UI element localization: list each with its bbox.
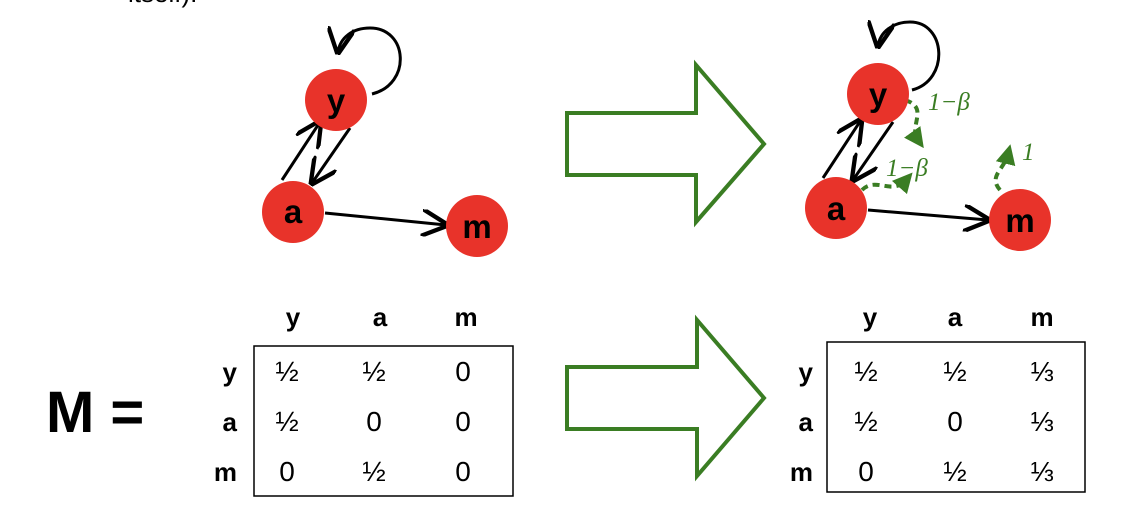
col-header-m-right: m <box>1030 302 1053 332</box>
left-graph: y a m <box>262 28 508 257</box>
matrix-cell: ½ <box>362 356 385 387</box>
col-header-a-right: a <box>948 302 963 332</box>
node-m-label: m <box>462 208 491 245</box>
node-a-label: a <box>284 193 303 230</box>
node-y: y <box>305 69 367 131</box>
matrix-cell: ½ <box>275 356 298 387</box>
node-a: a <box>262 181 324 243</box>
matrix-cell: 0 <box>455 356 471 387</box>
edge-y-to-a <box>312 127 352 183</box>
node-a-right-label: a <box>827 190 846 227</box>
matrix-cell: 0 <box>947 406 963 437</box>
node-y-label: y <box>327 82 346 119</box>
col-header-a: a <box>373 302 388 332</box>
node-m: m <box>446 195 508 257</box>
edge-y-self-loop <box>338 28 402 96</box>
top-text-fragment: itself). <box>128 0 197 9</box>
teleport-label-y: 1−β <box>928 89 970 116</box>
node-a-right: a <box>805 177 867 239</box>
matrix-cell: ½ <box>943 356 966 387</box>
matrix-cell: ½ <box>943 456 966 487</box>
node-m-right: m <box>989 189 1051 251</box>
matrix-cell: ⅓ <box>1030 406 1053 437</box>
row-header-y-right: y <box>799 357 814 387</box>
teleport-label-a: 1−β <box>886 155 928 182</box>
row-header-a-right: a <box>799 407 814 437</box>
edge-a-to-m <box>324 213 446 225</box>
teleport-arrow-y <box>904 98 924 149</box>
left-matrix-box <box>253 345 514 497</box>
row-header-y: y <box>223 357 238 387</box>
right-graph: 1−β 1−β 1 y a m <box>805 22 1051 251</box>
matrix-cell: 0 <box>858 456 874 487</box>
transform-arrow-top <box>565 59 767 228</box>
teleport-arrow-a <box>860 172 913 195</box>
left-matrix: y a m y a m ½ ½ 0 ½ 0 0 0 ½ 0 <box>214 302 514 497</box>
col-header-y: y <box>286 302 301 332</box>
row-header-m-right: m <box>790 457 813 487</box>
matrix-cell: 0 <box>279 456 295 487</box>
node-y-right-label: y <box>869 76 888 113</box>
edge-a-to-y <box>280 122 320 181</box>
transform-arrow-bottom <box>565 314 767 482</box>
edge-y-self-loop-right <box>878 22 941 92</box>
matrix-cell: 0 <box>455 456 471 487</box>
matrix-label: M = <box>46 380 144 445</box>
matrix-cell: ⅓ <box>1030 356 1053 387</box>
col-header-m: m <box>454 302 477 332</box>
matrix-cell: ½ <box>362 456 385 487</box>
edge-a-to-m-right <box>867 210 988 220</box>
row-header-m: m <box>214 457 237 487</box>
matrix-cell: ½ <box>275 406 298 437</box>
matrix-cell: ⅓ <box>1030 456 1053 487</box>
matrix-cell: 0 <box>455 406 471 437</box>
right-matrix-box <box>826 341 1086 493</box>
teleport-arrow-m <box>993 144 1016 192</box>
node-y-right: y <box>847 63 909 125</box>
matrix-cell: ½ <box>854 356 877 387</box>
node-m-right-label: m <box>1005 202 1034 239</box>
matrix-cell: ½ <box>854 406 877 437</box>
right-matrix: y a m y a m ½ ½ ⅓ ½ 0 ⅓ 0 ½ ⅓ <box>790 302 1086 493</box>
teleport-label-m: 1 <box>1022 139 1035 166</box>
matrix-cell: 0 <box>366 406 382 437</box>
col-header-y-right: y <box>863 302 878 332</box>
edge-a-to-y-right <box>821 120 861 179</box>
row-header-a: a <box>223 407 238 437</box>
edge-y-to-a-right <box>853 121 895 180</box>
